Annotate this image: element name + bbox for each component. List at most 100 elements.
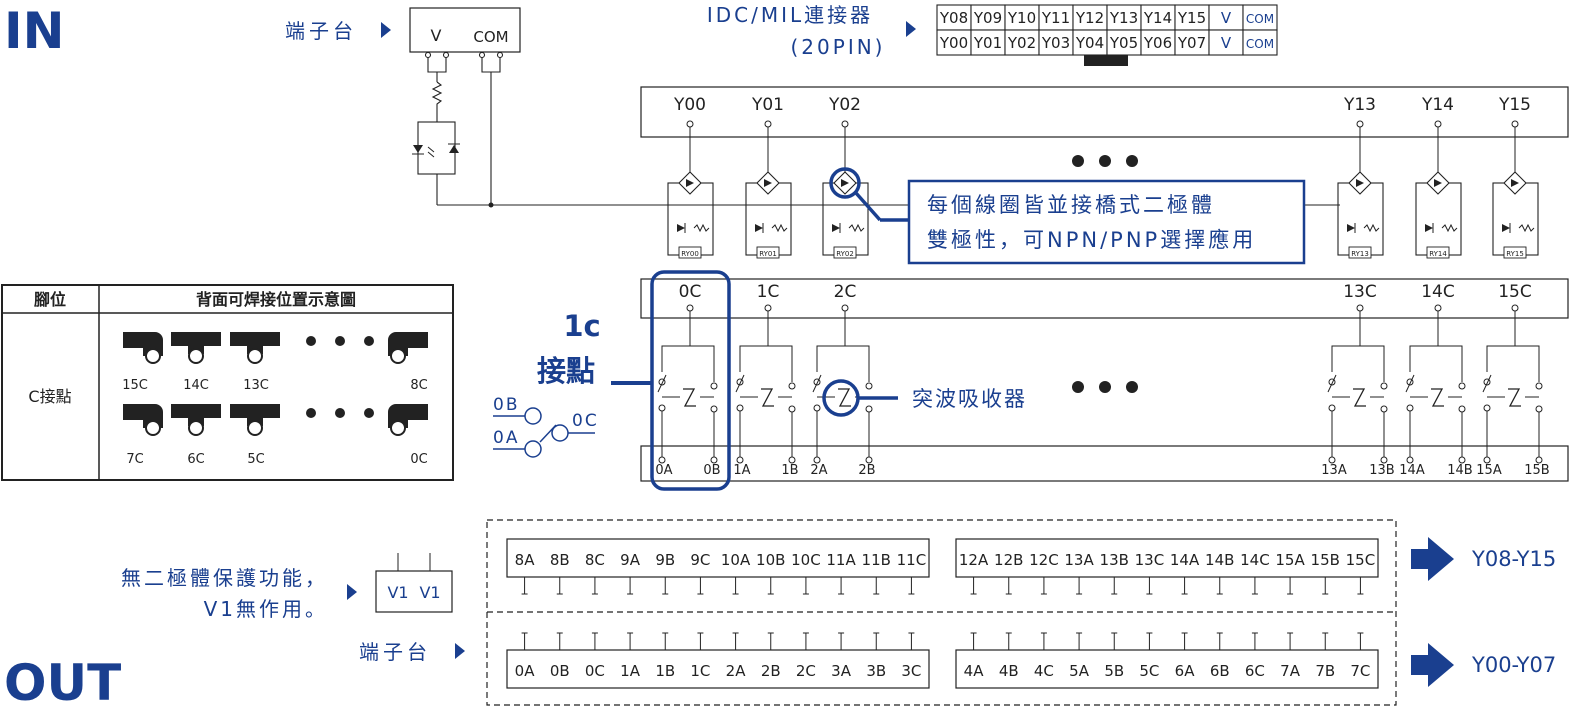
connector-pin-label: COM: [1246, 12, 1274, 26]
contact-bottom-box: [640, 445, 1569, 482]
led-icon: [832, 224, 840, 232]
contact-a-label: 1A: [733, 463, 750, 478]
contact-common-label: 0C: [679, 282, 702, 302]
output-terminal-block: [955, 538, 1379, 578]
output-terminal-label: 14A: [1170, 551, 1200, 569]
channel-label: Y13: [1343, 95, 1376, 115]
coil-icon: [1441, 223, 1458, 233]
connector-cell: [970, 29, 1006, 56]
output-terminal-block: [506, 538, 930, 578]
solder-hole-icon: [188, 420, 204, 436]
contact-b-label: 15B: [1524, 463, 1549, 478]
contact-b-label: 0B: [703, 463, 720, 478]
pin-terminal: [1458, 456, 1466, 464]
1c-label: 1c: [563, 309, 600, 343]
pin-terminal: [764, 120, 772, 128]
output-terminal-label: 12B: [994, 551, 1023, 569]
output-terminal-label: 15A: [1275, 551, 1305, 569]
terminal-label-in: 端子台: [285, 19, 357, 43]
output-terminal-label: 13C: [1135, 551, 1165, 569]
bridge-callout-line1: 每個線圈皆並接橋式二極體: [927, 193, 1215, 217]
relay-tag: [1503, 246, 1527, 259]
contact-b-label: 14B: [1447, 463, 1472, 478]
output-terminal-label: 5A: [1069, 662, 1090, 680]
range-top-label: Y08-Y15: [1471, 547, 1556, 571]
pin-terminal: [736, 456, 744, 464]
pin-terminal: [658, 456, 666, 464]
connector-cell: [1242, 29, 1278, 56]
opto-led-icon: [412, 143, 460, 158]
pin-position-label: 14C: [183, 378, 209, 393]
pin-terminal: [764, 304, 772, 312]
connector-cell: [1174, 4, 1210, 31]
contact-common-label: 2C: [834, 282, 857, 302]
led-icon: [1347, 224, 1355, 232]
connector-pin-label: Y15: [1177, 9, 1206, 27]
v1-terminal-box: [375, 570, 453, 613]
contact-b-label: 2B: [858, 463, 875, 478]
surge-highlight-circle: [822, 379, 860, 417]
solder-hole-icon: [145, 348, 161, 364]
connector-pin-label: Y04: [1075, 34, 1104, 52]
connector-label-line2: (20PIN): [791, 35, 886, 59]
connector-cell: [936, 4, 972, 31]
contact-common-label: 14C: [1421, 282, 1455, 302]
zener-icon: [761, 388, 774, 407]
connector-key: [1084, 55, 1128, 66]
output-terminal-label: 10B: [756, 551, 785, 569]
zener-icon: [1431, 388, 1444, 407]
pin-table-header-col2: 背面可焊接位置示意圖: [196, 290, 356, 309]
output-terminal-label: 3C: [901, 662, 921, 680]
pin-terminal: [686, 120, 694, 128]
output-terminal-label: 13B: [1100, 551, 1129, 569]
output-terminal-label: 12C: [1029, 551, 1059, 569]
relay-tag-label: RY00: [681, 250, 699, 258]
led-icon: [1425, 224, 1433, 232]
pin-position-label: 7C: [126, 452, 143, 467]
connector-cell: [1174, 29, 1210, 56]
output-terminal-label: 1A: [620, 662, 641, 680]
output-terminal-label: 14C: [1240, 551, 1270, 569]
output-terminal-label: 4C: [1034, 662, 1054, 680]
terminal-box-in: [409, 7, 521, 53]
pad-t-shape-icon: [171, 332, 221, 354]
connector-cell: [1208, 29, 1244, 56]
zener-icon: [1353, 388, 1366, 407]
pin-position-label: 13C: [243, 378, 269, 393]
arrow-right-icon: [381, 22, 391, 38]
bridge-callout-box: [907, 179, 1306, 265]
pin-terminal: [788, 456, 796, 464]
terminal-label-out: 端子台: [359, 640, 431, 664]
pin-terminal: [841, 304, 849, 312]
output-terminal-block: [955, 649, 1379, 689]
no-diode-line2: V1無作用。: [204, 597, 328, 621]
pin-terminal: [710, 456, 718, 464]
terminal-pin-v: V: [431, 26, 442, 45]
connector-cell: [1140, 4, 1176, 31]
connector-cell: [970, 4, 1006, 31]
pin-position-label: 6C: [187, 452, 204, 467]
junction-dot: [488, 202, 494, 208]
connector-cell: [1004, 29, 1040, 56]
output-terminal-label: 0B: [550, 662, 570, 680]
contact-common-label: 1C: [757, 282, 780, 302]
output-terminal-label: 7C: [1350, 662, 1370, 680]
terminal-pin-com: COM: [473, 28, 508, 46]
coil-icon: [1363, 223, 1380, 233]
pin-terminal: [1434, 304, 1442, 312]
pin-position-label: 0C: [410, 452, 427, 467]
no-diode-line1: 無二極體保護功能，: [121, 566, 328, 590]
output-terminal-label: 5C: [1139, 662, 1159, 680]
connector-pin-label: Y06: [1143, 34, 1172, 52]
led-icon: [755, 224, 763, 232]
pin-terminal: [865, 456, 873, 464]
output-terminal-label: 14B: [1205, 551, 1234, 569]
connector-pin-label: Y01: [973, 34, 1002, 52]
connector-pin-label: Y10: [1007, 9, 1036, 27]
pin-terminal: [1328, 456, 1336, 464]
output-terminal-label: 7A: [1280, 662, 1301, 680]
contact-a-label: 0A: [655, 463, 672, 478]
relay-tag: [1426, 246, 1450, 259]
output-terminal-label: 6C: [1245, 662, 1265, 680]
